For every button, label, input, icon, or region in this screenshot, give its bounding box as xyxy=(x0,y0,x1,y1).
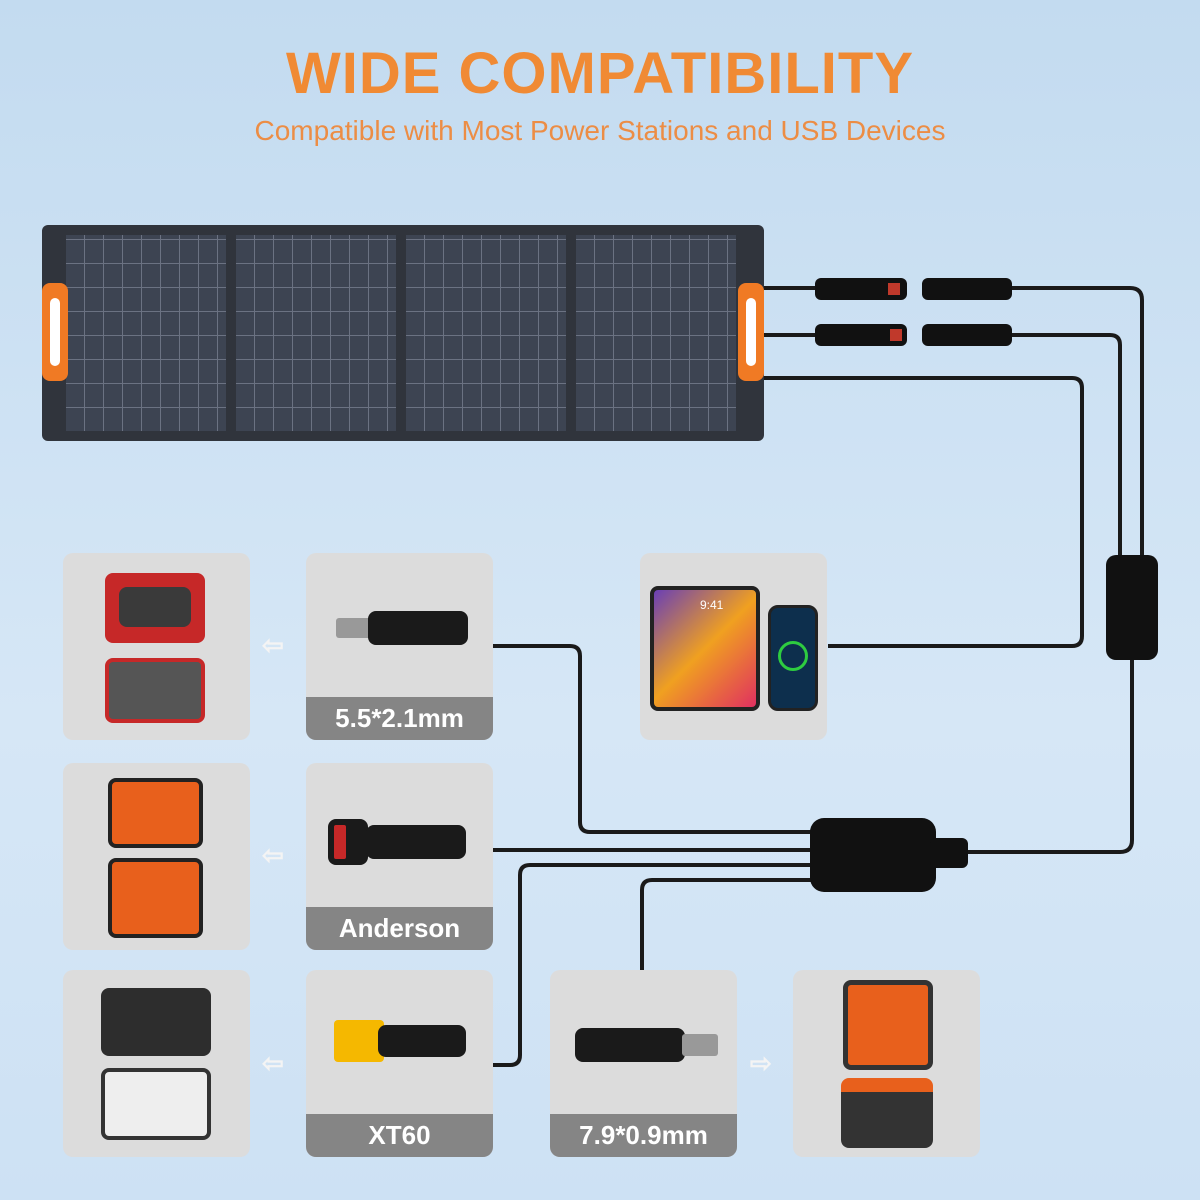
connector-card-7909: 7.9*0.9mm xyxy=(550,970,737,1157)
connector-label: 7.9*0.9mm xyxy=(550,1114,737,1157)
power-station-card-3 xyxy=(63,970,250,1157)
power-station-card-1 xyxy=(63,553,250,740)
power-station-card-2 xyxy=(63,763,250,950)
page-subtitle: Compatible with Most Power Stations and … xyxy=(254,115,946,146)
power-station-card-4 xyxy=(793,970,980,1157)
tablet-time: 9:41 xyxy=(700,598,724,612)
arrow-left-icon: ⇦ xyxy=(262,630,284,660)
connector-card-5521: 5.5*2.1mm xyxy=(306,553,493,740)
solar-panel xyxy=(42,225,764,441)
connector-card-anderson: Anderson xyxy=(306,763,493,950)
arrow-left-icon: ⇦ xyxy=(262,840,284,870)
connector-label: XT60 xyxy=(306,1114,493,1157)
connector-label: Anderson xyxy=(306,907,493,950)
panel-handle-left xyxy=(42,283,68,381)
connector-card-xt60: XT60 xyxy=(306,970,493,1157)
connector-label: 5.5*2.1mm xyxy=(306,697,493,740)
arrow-right-icon: ⇨ xyxy=(750,1048,772,1078)
panel-handle-right xyxy=(738,283,764,381)
usb-devices-card: 9:41 xyxy=(640,553,827,740)
page-title: WIDE COMPATIBILITY xyxy=(285,41,915,106)
arrow-left-icon: ⇦ xyxy=(262,1048,284,1078)
